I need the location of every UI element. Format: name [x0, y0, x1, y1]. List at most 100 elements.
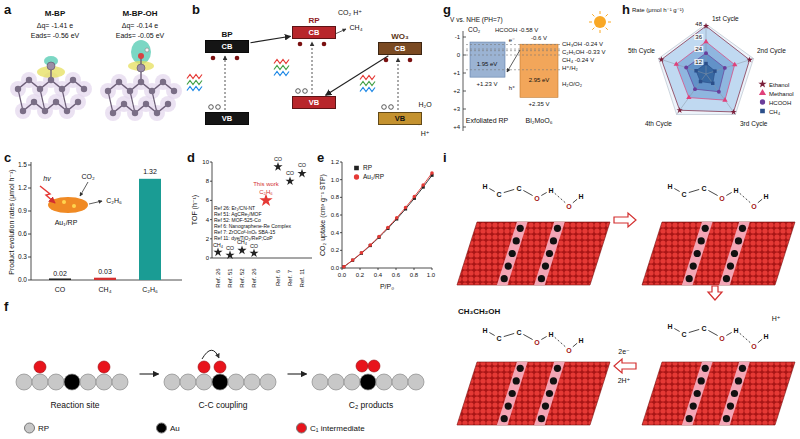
legend-text: CH₄	[769, 108, 780, 114]
light-ray	[274, 72, 289, 76]
hole	[216, 105, 221, 110]
dopant-atom	[538, 275, 545, 282]
atom-symbol: H	[733, 187, 738, 194]
rp-band	[470, 42, 505, 77]
band-label: VB	[379, 113, 421, 124]
annotation-label: C₂H₆	[259, 189, 272, 195]
excitation-arrow	[225, 56, 226, 110]
light-ray	[274, 60, 289, 64]
panel-letter: g	[443, 3, 451, 16]
dopant-atom	[501, 275, 508, 282]
bond	[504, 189, 514, 192]
intermediate	[198, 361, 210, 373]
annotation-label: H⁺/H₂	[562, 65, 578, 71]
legend-text: HCOOH	[769, 99, 791, 105]
annotation-label: CO₂ H⁺	[338, 9, 362, 16]
legend-entry: RP	[352, 164, 372, 173]
bond	[726, 192, 731, 195]
atom-symbol: O	[751, 343, 756, 350]
atom-symbol: C	[496, 335, 501, 342]
data-marker	[717, 90, 721, 94]
data-marker	[703, 23, 709, 29]
radar-series	[676, 42, 734, 100]
legend-text: Au₁/RP	[363, 174, 384, 181]
atom-symbol: O	[534, 339, 539, 346]
annotation-label: 0.9	[18, 208, 27, 215]
dopant-row	[497, 362, 528, 425]
redox-level	[466, 69, 560, 70]
dopant-atom	[702, 225, 709, 232]
data-marker	[730, 109, 736, 115]
bond	[489, 188, 494, 191]
light-bolt	[40, 186, 55, 203]
phosphorus-atom	[70, 77, 76, 83]
axis-tick	[378, 268, 379, 270]
hydrogen-bond	[555, 337, 566, 346]
annotation-label: +2	[453, 88, 460, 94]
reaction-arrow	[89, 201, 102, 204]
annotation-label: 0.0	[331, 265, 339, 271]
radar-axis	[658, 59, 706, 74]
dopant-atom	[505, 263, 512, 270]
annotation-label: 0.4	[374, 272, 382, 278]
support-atom	[32, 374, 48, 390]
atom-symbol: H	[578, 193, 583, 200]
annotation-label: 2e⁻	[618, 348, 629, 355]
axis-tick	[340, 197, 342, 198]
support-atom	[228, 374, 244, 390]
data-marker	[722, 97, 727, 102]
axis-tick	[396, 268, 397, 270]
legend-marker	[758, 80, 766, 88]
data-marker	[711, 82, 714, 85]
light-ray	[360, 88, 375, 92]
redox-level	[466, 49, 560, 50]
axis-tick	[360, 268, 361, 270]
annotation-label: 8	[206, 178, 209, 184]
hole	[303, 89, 308, 94]
phosphorus-atom	[48, 77, 54, 83]
energy-band: BPCB	[205, 40, 249, 53]
intermediate	[356, 360, 368, 372]
annotation-label: 48	[694, 21, 703, 27]
electron	[211, 56, 216, 61]
legend-marker	[759, 89, 766, 95]
axis-tick	[28, 257, 31, 258]
phosphorus-atom	[105, 88, 111, 94]
gold-atom	[212, 374, 228, 390]
annotation-label: 1.5	[18, 162, 27, 169]
annotation-label: 0.4	[331, 230, 339, 236]
electron	[408, 58, 413, 63]
support-atom	[328, 374, 344, 390]
hydrogen-bond	[555, 193, 566, 202]
legend-marker	[760, 99, 765, 104]
annotation-label: CH₄	[213, 243, 223, 249]
axis-tick	[340, 232, 342, 233]
legend-marker	[760, 109, 765, 114]
excitation-arrow	[398, 58, 399, 110]
light-ray	[187, 81, 202, 85]
annotation-label: Ref 26: Er₁/CN-NT	[214, 206, 255, 211]
annotation-label: 1.32	[143, 168, 157, 175]
isotherm-curve	[344, 173, 432, 267]
annotation-label: 0.8	[410, 272, 418, 278]
annotation-label: Ref. 26	[215, 268, 221, 287]
annotation-label: H₂O	[418, 101, 431, 108]
annotation-label: +3	[453, 106, 460, 112]
data-marker	[249, 248, 258, 257]
phosphorus-atom	[165, 101, 171, 107]
dopant-atom	[727, 403, 734, 410]
bond	[40, 89, 45, 111]
annotation-label: Rate (μmol h⁻¹ g⁻¹)	[632, 7, 684, 13]
data-marker	[686, 95, 691, 100]
support-atom	[260, 374, 276, 390]
axis-tick	[463, 73, 466, 74]
annotation-label: TOF (h⁻¹)	[191, 195, 198, 225]
annotation-label: CH₄	[99, 286, 112, 293]
bond	[758, 339, 762, 343]
annotation-label: CO	[274, 157, 282, 163]
catalyst-surface	[642, 222, 795, 285]
support-atom	[48, 374, 64, 390]
dopant-atom	[505, 403, 512, 410]
energy-band: WO₃CB	[378, 42, 422, 55]
annotation-label: 24	[694, 46, 703, 52]
